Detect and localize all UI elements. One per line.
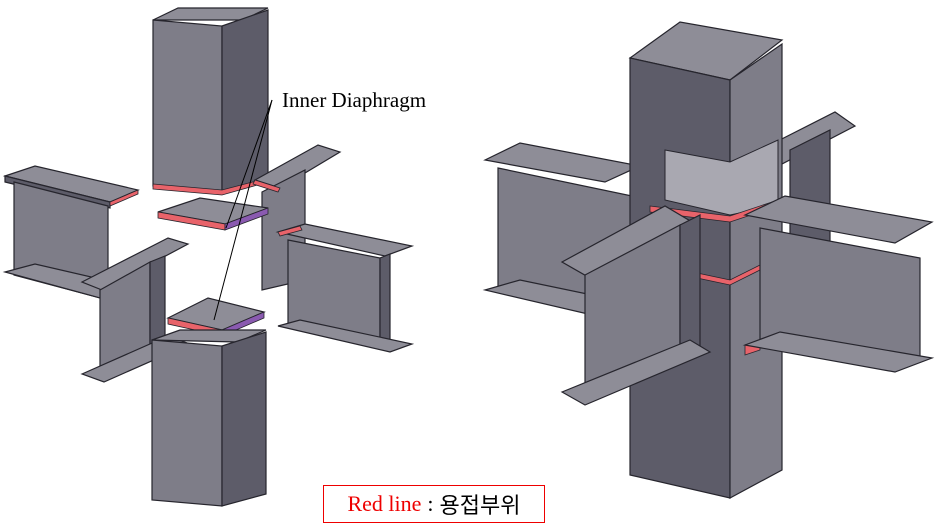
leader-line (225, 99, 273, 229)
right-beam (275, 223, 415, 353)
right-assembled-assembly (482, 21, 935, 500)
front-beam (80, 237, 192, 383)
upper-diaphragm (157, 197, 269, 231)
right-beam-assembled (742, 195, 935, 373)
left-beam (2, 165, 140, 301)
inner-diaphragm-label: Inner Diaphragm (282, 88, 427, 112)
leader-line (213, 99, 273, 321)
front-beam-assembled (560, 205, 712, 406)
legend-meaning: 용접부위 (439, 494, 521, 519)
legend-separator: : (427, 491, 434, 516)
legend-red-line: Red line (347, 491, 422, 516)
lower-column (151, 329, 267, 507)
upper-column (152, 7, 269, 196)
left-exploded-assembly (2, 7, 415, 507)
legend-box: Red line : 용접부위 (323, 485, 545, 523)
